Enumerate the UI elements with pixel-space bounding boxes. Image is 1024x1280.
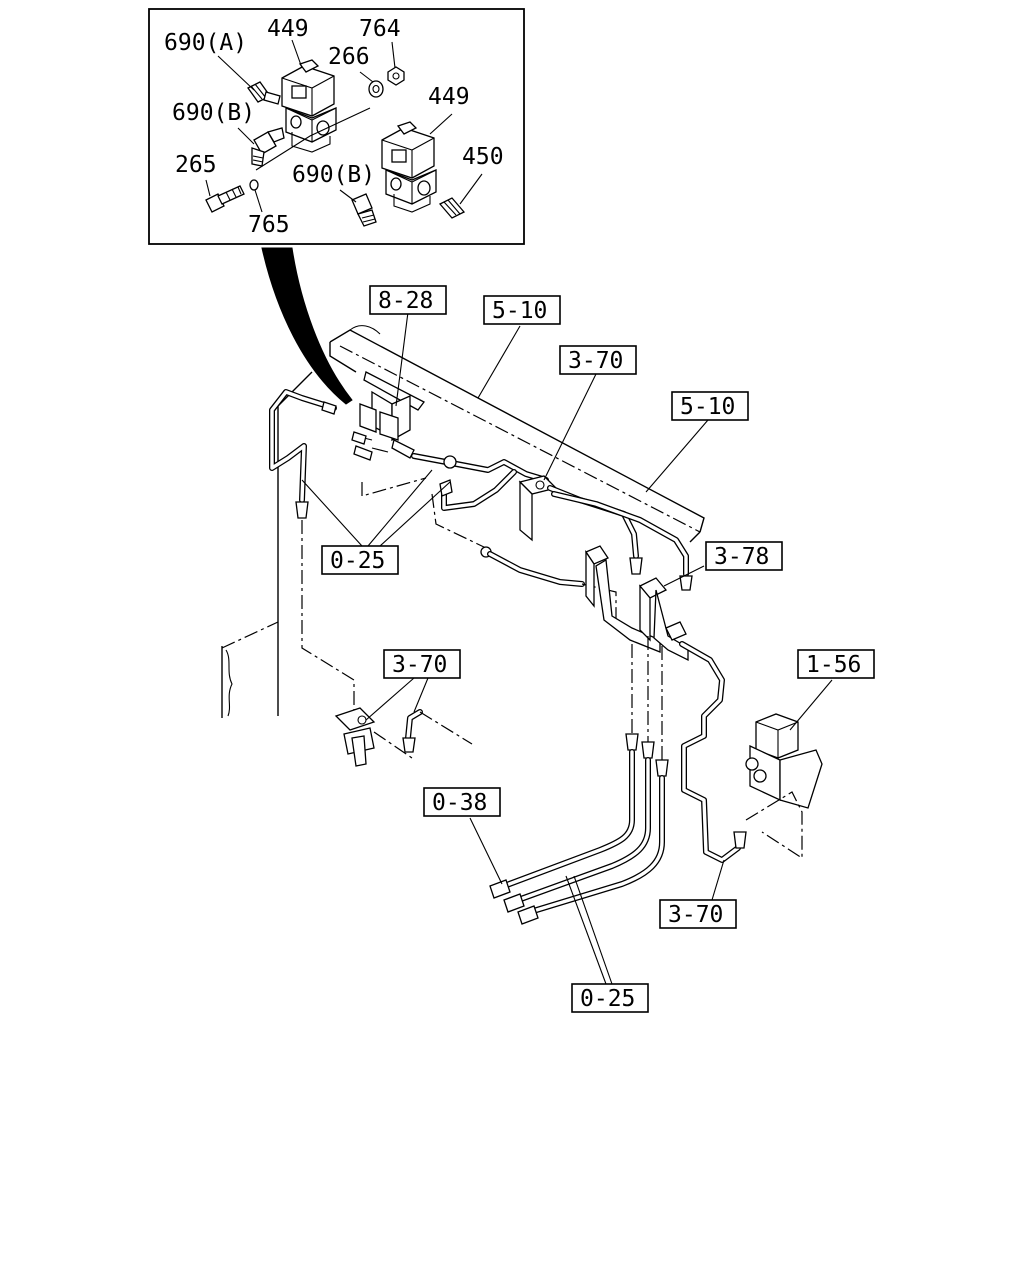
solenoid-valve-1-56 bbox=[745, 713, 823, 860]
callout-266: 266 bbox=[328, 44, 370, 70]
callout-765: 765 bbox=[248, 212, 290, 238]
ref-box-3-70-bottom: 3-70 bbox=[659, 899, 737, 929]
inset-detail: 690(A) 449 764 266 690(B) 449 265 450 69… bbox=[148, 8, 525, 245]
svg-text:0-25: 0-25 bbox=[330, 548, 385, 574]
solenoid-valve-upper bbox=[281, 59, 337, 153]
callout-690b-mid: 690(B) bbox=[292, 162, 375, 188]
washer-266 bbox=[368, 80, 384, 98]
ref-box-1-56: 1-56 bbox=[797, 649, 875, 679]
reference-leaders bbox=[301, 311, 833, 985]
ref-box-3-78: 3-78 bbox=[705, 541, 783, 571]
pipe-right-valve bbox=[679, 641, 747, 863]
callout-764: 764 bbox=[359, 16, 401, 42]
ref-box-0-38: 0-38 bbox=[423, 787, 501, 817]
oring-765 bbox=[249, 179, 259, 191]
frame-cover bbox=[329, 325, 705, 543]
elbow-690b-left bbox=[251, 127, 285, 167]
pipe-left-loop bbox=[269, 389, 337, 519]
svg-text:3-70: 3-70 bbox=[668, 902, 723, 928]
pipe-dashed-upper bbox=[431, 493, 487, 549]
ref-box-3-70-upper: 3-70 bbox=[559, 345, 637, 375]
pipe-across-frame bbox=[411, 453, 549, 511]
pipe-left-down bbox=[301, 520, 355, 712]
svg-text:5-10: 5-10 bbox=[492, 298, 547, 324]
pipe-upper-right bbox=[547, 485, 693, 591]
callout-449-top: 449 bbox=[267, 16, 309, 42]
ref-box-5-10-upper: 5-10 bbox=[483, 295, 561, 325]
svg-text:3-70: 3-70 bbox=[392, 652, 447, 678]
svg-text:3-78: 3-78 bbox=[714, 544, 769, 570]
svg-text:0-25: 0-25 bbox=[580, 986, 635, 1012]
nut-764 bbox=[387, 66, 405, 86]
ref-box-0-25-bottom: 0-25 bbox=[571, 983, 649, 1013]
flex-hoses bbox=[489, 749, 665, 925]
main-assembly: 8-28 5-10 3-70 5-10 3-78 0-25 bbox=[221, 285, 875, 1013]
callout-449-right: 449 bbox=[428, 84, 470, 110]
ref-box-5-10-right: 5-10 bbox=[671, 391, 749, 421]
elbow-690b-mid bbox=[351, 193, 377, 227]
ref-box-0-25-upper: 0-25 bbox=[321, 545, 399, 575]
svg-text:1-56: 1-56 bbox=[806, 652, 861, 678]
callout-690a: 690(A) bbox=[164, 30, 247, 56]
solenoid-valve-lower bbox=[381, 121, 437, 213]
ref-box-3-70-lower: 3-70 bbox=[383, 649, 461, 679]
svg-text:8-28: 8-28 bbox=[378, 288, 433, 314]
bolt-265 bbox=[205, 185, 245, 213]
inset-callouts: 690(A) 449 764 266 690(B) 449 265 450 69… bbox=[164, 16, 504, 238]
pipe-dashed-middle bbox=[361, 477, 427, 497]
solenoid-bracket bbox=[351, 371, 425, 461]
callout-450: 450 bbox=[462, 144, 504, 170]
left-frame bbox=[221, 371, 313, 718]
pipe-verticals bbox=[625, 636, 669, 777]
fitting-450 bbox=[438, 197, 466, 219]
svg-text:3-70: 3-70 bbox=[568, 348, 623, 374]
fitting-690a bbox=[247, 81, 281, 105]
inset-leaders bbox=[205, 39, 483, 213]
bracket-3-78 bbox=[585, 545, 689, 662]
svg-text:5-10: 5-10 bbox=[680, 394, 735, 420]
callout-690b-left: 690(B) bbox=[172, 100, 255, 126]
callout-265: 265 bbox=[175, 152, 217, 178]
reference-boxes: 8-28 5-10 3-70 5-10 3-78 0-25 bbox=[321, 285, 875, 1013]
svg-text:0-38: 0-38 bbox=[432, 790, 487, 816]
bracket-3-70-lower bbox=[334, 707, 473, 767]
ref-box-8-28: 8-28 bbox=[369, 285, 447, 315]
detail-pointer bbox=[261, 247, 353, 405]
